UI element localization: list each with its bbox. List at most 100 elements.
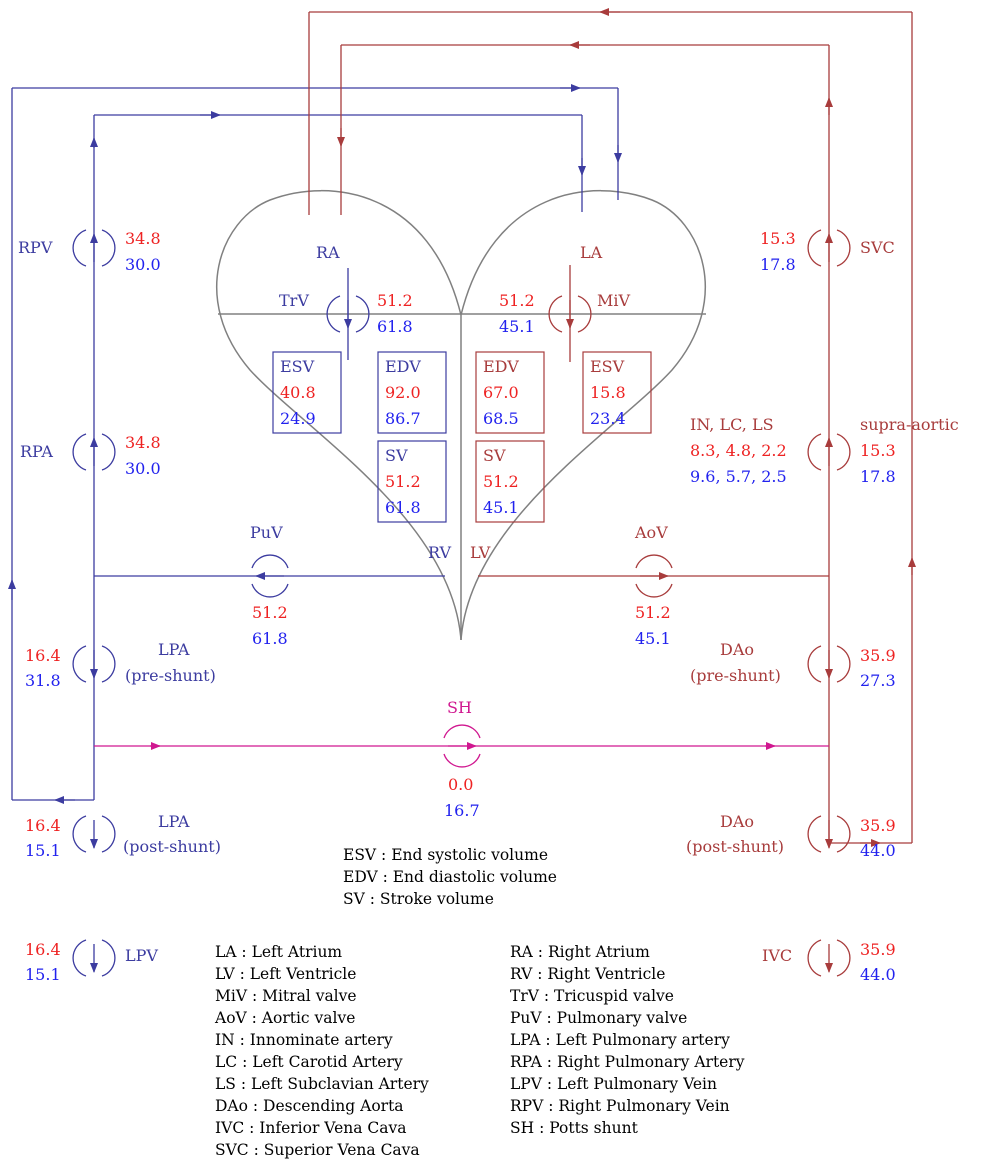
- legend-right-item: RPA : Right Pulmonary Artery: [510, 1053, 745, 1071]
- trv-label: TrV: [279, 291, 309, 310]
- lpa-post-v1: 16.4: [25, 816, 61, 835]
- lpv-v1: 16.4: [25, 940, 61, 959]
- valve-lpa-pre: [72, 645, 116, 683]
- valve-lpv: [72, 939, 116, 977]
- valve-miv: [548, 295, 592, 333]
- legend-left-item: LV : Left Ventricle: [215, 965, 356, 983]
- dao-post-sublabel: (post-shunt): [686, 837, 784, 856]
- lpa-post-v2: 15.1: [25, 841, 61, 860]
- rv-esv-v2: 24.9: [280, 409, 316, 428]
- valve-dao-post: [807, 815, 851, 853]
- lpa-pre-label: LPA: [158, 640, 190, 659]
- rpa-label: RPA: [20, 442, 53, 461]
- supra-branches-v1: 8.3, 4.8, 2.2: [690, 441, 787, 460]
- legend-right-item: RA : Right Atrium: [510, 943, 650, 961]
- rpv-v1: 34.8: [125, 229, 161, 248]
- box-lv-sv: [475, 440, 545, 523]
- legend-left: LA : Left Atrium LV : Left Ventricle MiV…: [214, 943, 429, 1159]
- trv-v2: 61.8: [377, 317, 413, 336]
- lv-edv-label: EDV: [483, 357, 519, 376]
- valve-supra-aortic: [807, 433, 851, 471]
- lpa-pre-sublabel: (pre-shunt): [125, 666, 216, 685]
- puv-label: PuV: [250, 523, 283, 542]
- lv-sv-label: SV: [483, 446, 506, 465]
- lpv-label: LPV: [125, 946, 158, 965]
- valve-rpa: [72, 433, 116, 471]
- dao-post-label: DAo: [720, 812, 754, 831]
- legend-left-item: DAo : Descending Aorta: [215, 1097, 404, 1115]
- legend-volume-item: EDV : End diastolic volume: [343, 868, 557, 886]
- legend-left-item: LC : Left Carotid Artery: [215, 1053, 403, 1071]
- lv-edv-v2: 68.5: [483, 409, 519, 428]
- miv-v1: 51.2: [499, 291, 535, 310]
- trv-v1: 51.2: [377, 291, 413, 310]
- legend-volume-item: ESV : End systolic volume: [343, 846, 548, 864]
- supra-v2: 17.8: [860, 467, 896, 486]
- sh-label: SH: [447, 698, 472, 717]
- valve-svc: [807, 229, 851, 267]
- valve-dao-pre: [807, 645, 851, 683]
- legend-right-item: TrV : Tricuspid valve: [510, 987, 674, 1005]
- box-rv-edv: [377, 351, 447, 434]
- rv-sv-label: SV: [385, 446, 408, 465]
- rpa-v2: 30.0: [125, 459, 161, 478]
- lpa-pre-v1: 16.4: [25, 646, 61, 665]
- rpa-v1: 34.8: [125, 433, 161, 452]
- legend-left-item: SVC : Superior Vena Cava: [215, 1141, 420, 1159]
- valve-trv: [326, 295, 370, 333]
- legend-right: RA : Right Atrium RV : Right Ventricle T…: [510, 943, 745, 1137]
- lv-esv-v2: 23.4: [590, 409, 626, 428]
- rv-sv-v1: 51.2: [385, 472, 421, 491]
- valve-ivc: [807, 939, 851, 977]
- valve-lpa-post: [72, 815, 116, 853]
- supra-branches-label: IN, LC, LS: [690, 415, 774, 434]
- lv-sv-v1: 51.2: [483, 472, 519, 491]
- lpa-post-sublabel: (post-shunt): [123, 837, 221, 856]
- label-rv: RV: [428, 543, 451, 562]
- valve-rpv: [72, 229, 116, 267]
- lpa-post-label: LPA: [158, 812, 190, 831]
- sh-v1: 0.0: [448, 775, 473, 794]
- legend-volumes: ESV : End systolic volume EDV : End dias…: [343, 846, 557, 908]
- legend-right-item: LPV : Left Pulmonary Vein: [510, 1075, 717, 1093]
- legend-left-item: LA : Left Atrium: [215, 943, 342, 961]
- dao-pre-sublabel: (pre-shunt): [690, 666, 781, 685]
- dao-post-v1: 35.9: [860, 816, 896, 835]
- lpa-pre-v2: 31.8: [25, 671, 61, 690]
- rpv-v2: 30.0: [125, 255, 161, 274]
- lv-esv-v1: 15.8: [590, 383, 626, 402]
- lv-esv-label: ESV: [590, 357, 625, 376]
- rv-edv-label: EDV: [385, 357, 421, 376]
- svc-v1: 15.3: [760, 229, 796, 248]
- rv-edv-v1: 92.0: [385, 383, 421, 402]
- lpv-v2: 15.1: [25, 965, 61, 984]
- heart-outline: [216, 190, 706, 641]
- aov-v2: 45.1: [635, 629, 671, 648]
- miv-label: MiV: [597, 291, 631, 310]
- legend-left-item: LS : Left Subclavian Artery: [215, 1075, 429, 1093]
- rv-esv-v1: 40.8: [280, 383, 316, 402]
- legend-left-item: AoV : Aortic valve: [214, 1009, 355, 1027]
- legend-left-item: IN : Innominate artery: [215, 1031, 393, 1049]
- legend-right-item: RPV : Right Pulmonary Vein: [510, 1097, 730, 1115]
- svc-label: SVC: [860, 238, 895, 257]
- rv-esv-label: ESV: [280, 357, 315, 376]
- box-lv-esv: [582, 351, 652, 434]
- box-rv-esv: [272, 351, 342, 434]
- lv-sv-v2: 45.1: [483, 498, 519, 517]
- legend-right-item: RV : Right Ventricle: [510, 965, 665, 983]
- legend-right-item: LPA : Left Pulmonary artery: [510, 1031, 730, 1049]
- volume-boxes: [272, 351, 652, 523]
- dao-post-v2: 44.0: [860, 841, 896, 860]
- valve-puv: [251, 554, 289, 598]
- valve-aov: [635, 554, 673, 598]
- box-rv-sv: [377, 440, 447, 523]
- miv-v2: 45.1: [499, 317, 535, 336]
- lv-edv-v1: 67.0: [483, 383, 519, 402]
- supra-v1: 15.3: [860, 441, 896, 460]
- valve-shunt: [443, 724, 481, 768]
- dao-pre-label: DAo: [720, 640, 754, 659]
- rv-sv-v2: 61.8: [385, 498, 421, 517]
- sh-v2: 16.7: [444, 801, 480, 820]
- legend-left-item: MiV : Mitral valve: [215, 987, 357, 1005]
